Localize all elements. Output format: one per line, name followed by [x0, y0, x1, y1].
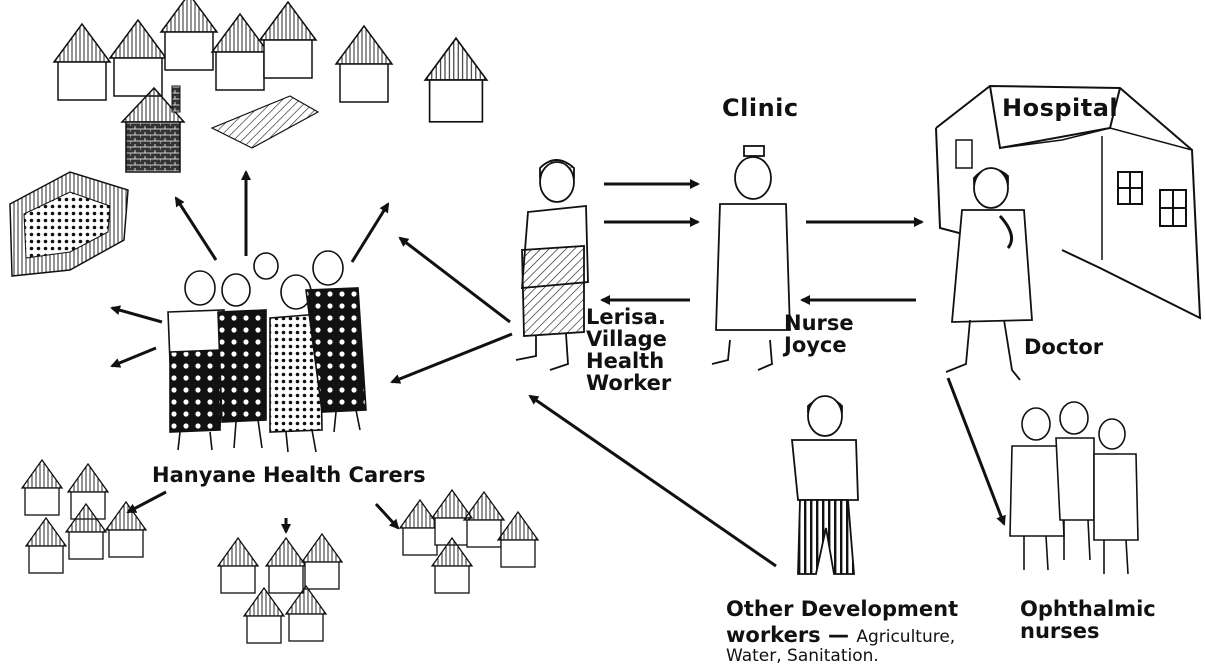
development-workers-label: Other Development — [726, 597, 959, 621]
development-worker-figure — [791, 395, 859, 575]
hut — [431, 537, 473, 594]
arrow-carers-to-village — [126, 490, 167, 514]
arrow-carers-to-village — [110, 305, 163, 324]
doctor-figure — [945, 167, 1033, 381]
health-carers-label: Hanyane Health Carers — [152, 463, 426, 487]
hut — [265, 537, 307, 594]
hut — [160, 0, 218, 71]
hut — [217, 537, 259, 594]
arrow-carers-to-village — [374, 502, 400, 530]
clinic-label: Clinic — [722, 94, 799, 122]
nurse-figure — [711, 145, 791, 371]
arrow-carers-to-village — [110, 346, 157, 368]
hospital-label: Hospital — [1002, 94, 1119, 122]
hut — [424, 37, 488, 123]
vegetable-patch — [210, 95, 320, 149]
hospital-building — [935, 84, 1202, 320]
workers-word: workers — [726, 623, 821, 647]
arrow-hospital-to-ophthalmic — [946, 377, 1006, 526]
dash: — — [820, 623, 857, 647]
village-health-worker-label: Lerisa. Village Health Worker — [586, 305, 672, 396]
hut — [243, 587, 285, 644]
arrow-carers-to-village — [350, 202, 390, 263]
hut — [109, 19, 167, 97]
water-sanitation-text: Water, Sanitation. — [726, 646, 879, 666]
village-health-worker-figure — [515, 159, 589, 371]
hut — [211, 13, 269, 91]
health-carers-group — [167, 250, 367, 453]
hut — [463, 491, 505, 548]
hut — [53, 23, 111, 101]
brick-hut — [120, 85, 186, 173]
arrow-vhw-to-carers — [398, 236, 511, 324]
fenced-garden — [9, 171, 129, 277]
arrows — [110, 170, 1006, 568]
ophthalmic-nurses-label: Ophthalmic nurses — [1020, 597, 1156, 644]
hut — [21, 459, 63, 516]
development-workers-sublabel: workers — Agriculture, — [726, 624, 955, 647]
hut — [25, 517, 67, 574]
arrow-carers-to-village — [174, 196, 218, 261]
agriculture-text: Agriculture, — [856, 627, 956, 647]
hut — [285, 585, 327, 642]
ophthalmic-nurses-figures — [1009, 401, 1139, 575]
nurse-label: Nurse Joyce — [784, 311, 854, 358]
arrow-devworkers-to-vhw — [528, 394, 777, 568]
doctor-label: Doctor — [1024, 335, 1104, 359]
hut — [399, 499, 441, 556]
village-bottom-left — [21, 459, 147, 574]
hut — [301, 533, 343, 590]
hut — [105, 501, 147, 558]
village-top-left — [9, 0, 488, 277]
village-bottom-center — [217, 533, 343, 644]
arrow-vhw-to-carers — [390, 332, 513, 384]
village-bottom-right — [399, 489, 539, 594]
hut — [259, 1, 317, 79]
hut — [335, 25, 393, 103]
